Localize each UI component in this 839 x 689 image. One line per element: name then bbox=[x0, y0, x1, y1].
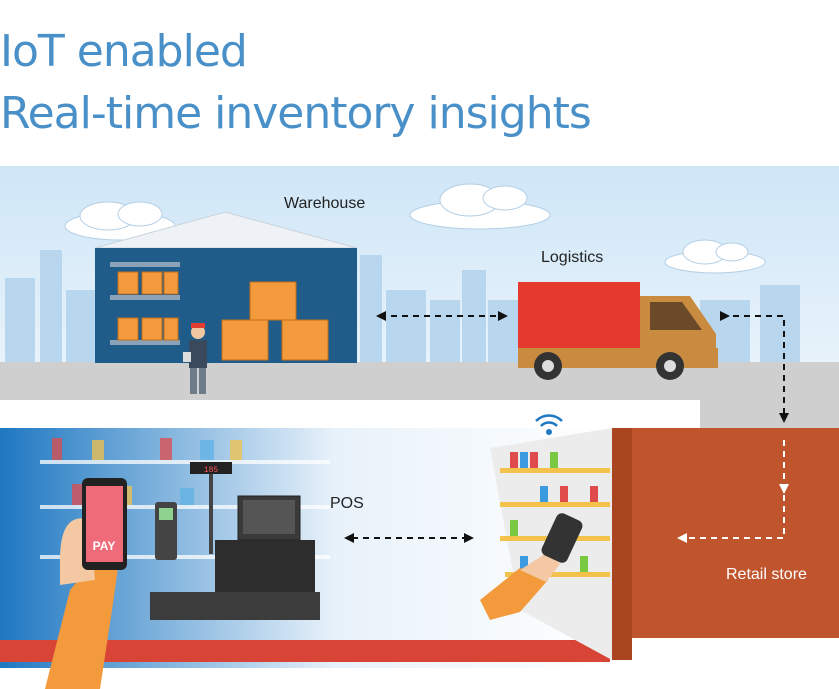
title-line-2: Real-time inventory insights bbox=[0, 88, 592, 139]
cloud bbox=[664, 239, 766, 274]
arrowhead-down-icon bbox=[779, 413, 789, 423]
cloud bbox=[409, 183, 551, 230]
arrowhead-right-icon bbox=[464, 533, 474, 543]
warehouse-worker bbox=[183, 323, 207, 394]
arrowhead-down-icon bbox=[779, 484, 789, 494]
barcode-scanner-hand bbox=[480, 513, 583, 620]
flow-arrows bbox=[352, 315, 785, 539]
label-warehouse: Warehouse bbox=[284, 195, 366, 212]
arrowhead-right-icon bbox=[720, 311, 730, 321]
warehouse bbox=[94, 211, 358, 363]
title-line-1: IoT enabled bbox=[0, 26, 248, 77]
road bbox=[0, 362, 839, 400]
white-arrowheads bbox=[677, 484, 789, 543]
counter-edge bbox=[0, 640, 610, 662]
pay-label: PAY bbox=[93, 539, 116, 553]
road-extension bbox=[700, 362, 839, 432]
pos-display-readout: 185 bbox=[204, 466, 219, 475]
arrowhead-left-icon bbox=[344, 533, 354, 543]
city-skyline bbox=[5, 250, 800, 368]
wifi-signal-icon bbox=[535, 414, 563, 435]
label-retail-store: Retail store bbox=[726, 566, 807, 583]
arrowhead-left-icon bbox=[677, 533, 687, 543]
arrowhead-left-icon bbox=[376, 311, 386, 321]
label-logistics: Logistics bbox=[541, 249, 604, 266]
label-pos: POS bbox=[330, 495, 364, 512]
arrowheads bbox=[344, 311, 789, 543]
arrowhead-right-icon bbox=[498, 311, 508, 321]
hand-with-phone bbox=[45, 478, 127, 689]
pos-terminal bbox=[150, 462, 320, 620]
truck bbox=[518, 282, 718, 380]
